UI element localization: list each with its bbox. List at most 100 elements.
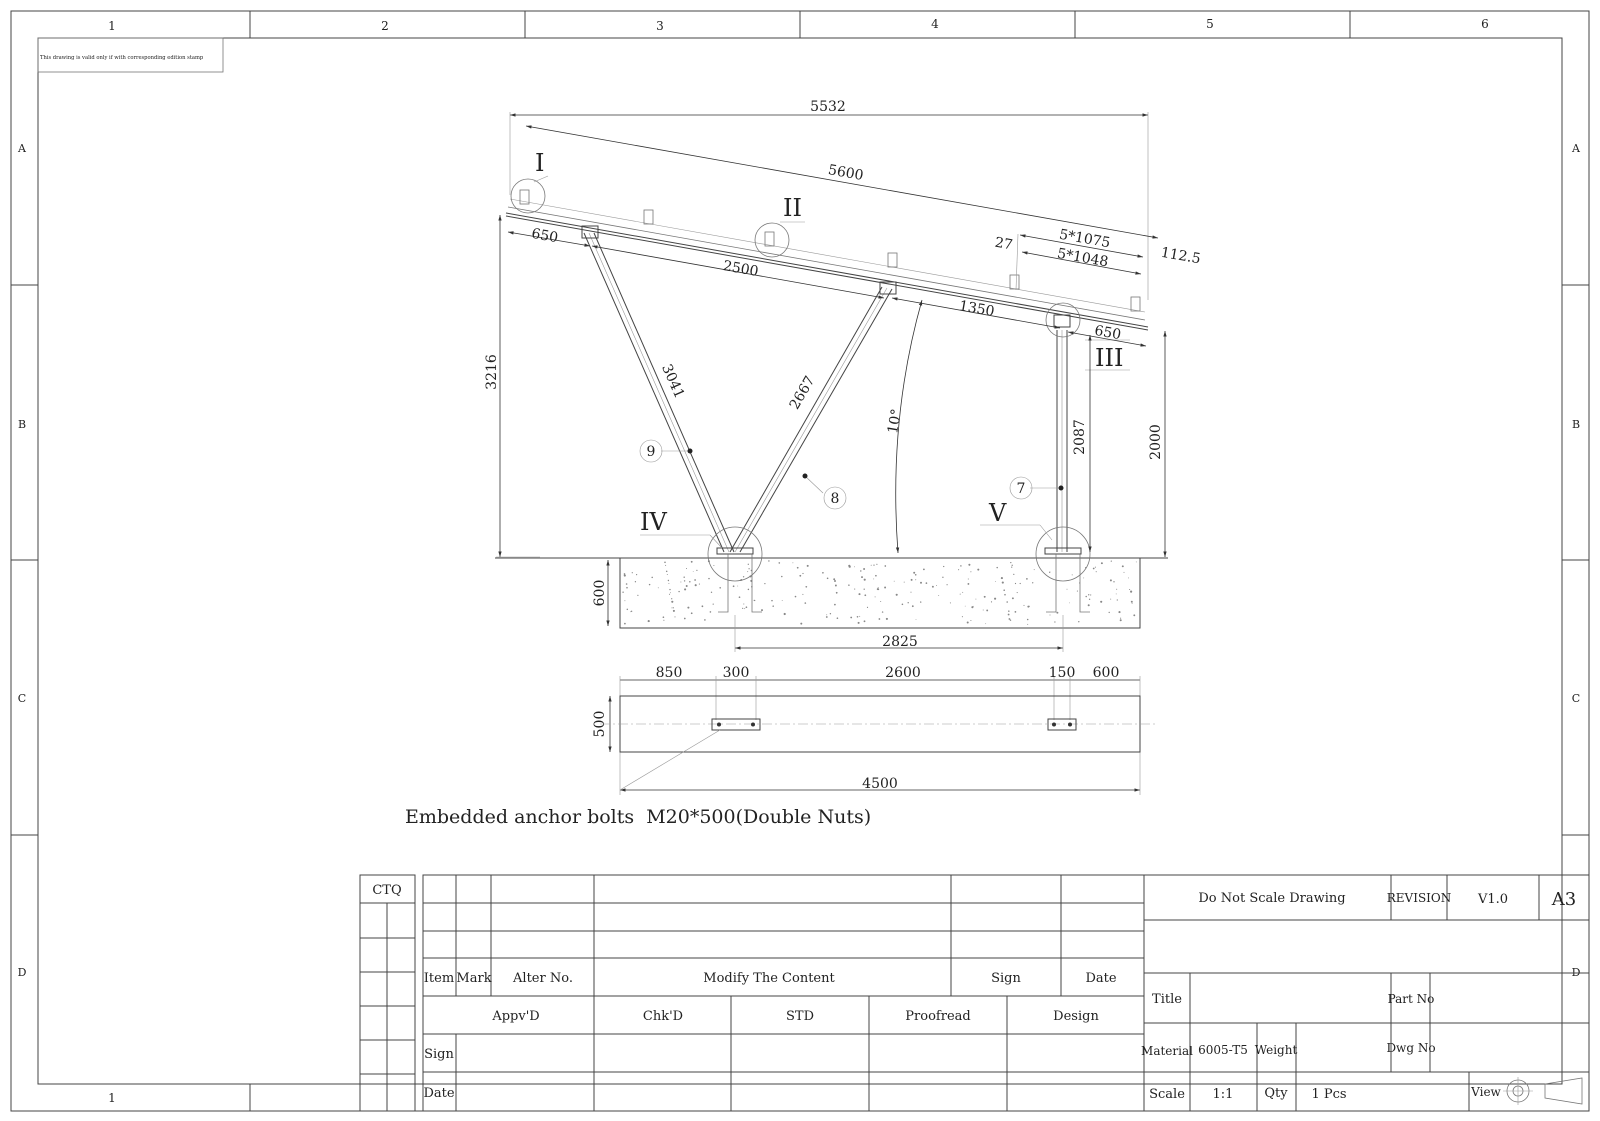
plan-view	[600, 695, 1158, 791]
concrete-speck	[1026, 578, 1028, 580]
concrete-speck	[1088, 598, 1091, 600]
concrete-speck	[1083, 577, 1085, 579]
concrete-speck	[1110, 560, 1112, 562]
column-labels: 1 2 3 4 5 6 1	[108, 17, 1489, 1105]
concrete-speck	[1115, 593, 1117, 595]
dim-rail-rear-overhang: 650	[1093, 323, 1122, 343]
part-balloon-circle	[1009, 476, 1033, 500]
concrete-speck	[850, 616, 853, 619]
concrete-speck	[833, 578, 836, 581]
concrete-speck	[778, 562, 781, 564]
dim-foundation-width: 500	[592, 711, 608, 738]
concrete-speck	[910, 591, 912, 593]
concrete-speck	[1054, 621, 1056, 623]
concrete-speck	[1007, 613, 1010, 616]
concrete-speck	[1014, 611, 1017, 613]
row-label: B	[18, 418, 26, 431]
concrete-speck	[826, 577, 829, 580]
concrete-speck	[938, 595, 940, 597]
concrete-speck	[748, 568, 750, 570]
concrete-speck	[626, 586, 628, 589]
concrete-speck	[893, 580, 895, 582]
concrete-speck	[1011, 564, 1013, 566]
concrete-speck	[863, 588, 865, 590]
title-block-text: CTQ Item Mark Alter No. Modify The Conte…	[372, 883, 1576, 1102]
dim-plan-seg-2: 300	[723, 665, 750, 681]
concrete-speck	[651, 576, 653, 579]
concrete-speck	[696, 569, 698, 572]
scale-value: 1:1	[1213, 1087, 1234, 1102]
concrete-speck	[742, 576, 745, 578]
concrete-speck	[858, 593, 861, 596]
concrete-speck	[687, 606, 690, 609]
dim-rail-length: 5600	[827, 162, 865, 184]
validity-note: This drawing is valid only if with corre…	[40, 55, 204, 61]
concrete-speck	[1110, 598, 1112, 600]
concrete-speck	[684, 588, 687, 591]
concrete-speck	[949, 602, 951, 604]
concrete-speck	[885, 617, 888, 620]
dim-foundation-length: 4500	[862, 776, 898, 792]
concrete-speck	[781, 599, 783, 601]
concrete-speck	[931, 585, 934, 588]
concrete-speck	[863, 578, 866, 581]
concrete-speck	[737, 585, 739, 587]
concrete-speck	[1014, 582, 1017, 585]
concrete-speck	[1092, 567, 1095, 570]
concrete-speck	[732, 585, 735, 588]
concrete-speck	[834, 603, 836, 606]
concrete-speck	[1004, 593, 1006, 596]
concrete-speck	[1130, 590, 1133, 593]
approval-design: Design	[1053, 1009, 1099, 1024]
concrete-speck	[915, 619, 917, 620]
part-no-label: Part No	[1388, 992, 1435, 1006]
qty-label: Qty	[1264, 1086, 1288, 1101]
concrete-speck	[1071, 574, 1073, 576]
concrete-speck	[1010, 561, 1012, 564]
concrete-speck	[1135, 561, 1137, 563]
concrete-speck	[783, 612, 786, 616]
concrete-speck	[623, 573, 626, 575]
concrete-speck	[623, 574, 626, 577]
concrete-speck	[854, 588, 856, 590]
row-label: B	[1572, 418, 1580, 431]
concrete-speck	[761, 609, 763, 612]
dim-anchor-spacing: 2825	[882, 634, 918, 650]
concrete-speck	[764, 582, 766, 585]
concrete-speck	[982, 609, 984, 611]
revision-value: V1.0	[1477, 892, 1508, 907]
concrete-speck	[1100, 562, 1103, 565]
sheet-frame	[10, 10, 1590, 1112]
concrete-speck	[667, 579, 670, 582]
dim-plan-seg-1: 850	[656, 665, 683, 681]
concrete-speck	[860, 570, 862, 572]
concrete-speck	[622, 591, 624, 593]
part-balloon-9: 9	[647, 444, 656, 460]
concrete-speck	[631, 572, 633, 574]
concrete-texture	[622, 560, 1137, 625]
concrete-foundation	[619, 557, 1141, 629]
dimension-lines	[496, 112, 1167, 795]
concrete-speck	[680, 581, 682, 583]
concrete-speck	[877, 588, 880, 591]
concrete-speck	[966, 621, 969, 624]
dim-plan-seg-5: 600	[1093, 665, 1120, 681]
concrete-speck	[743, 603, 745, 605]
concrete-speck	[829, 613, 832, 615]
concrete-speck	[690, 560, 693, 563]
concrete-speck	[1013, 573, 1015, 576]
concrete-speck	[968, 563, 971, 566]
concrete-speck	[877, 587, 879, 589]
title-block	[359, 874, 1590, 1112]
concrete-speck	[1123, 571, 1125, 573]
concrete-speck	[881, 611, 884, 613]
concrete-speck	[873, 564, 875, 566]
concrete-speck	[719, 587, 721, 589]
concrete-speck	[864, 594, 867, 597]
concrete-speck	[663, 619, 665, 621]
dim-plan-seg-3: 2600	[885, 665, 921, 681]
concrete-speck	[1019, 582, 1021, 585]
concrete-speck	[701, 605, 704, 608]
concrete-speck	[698, 583, 700, 585]
concrete-speck	[666, 574, 668, 575]
